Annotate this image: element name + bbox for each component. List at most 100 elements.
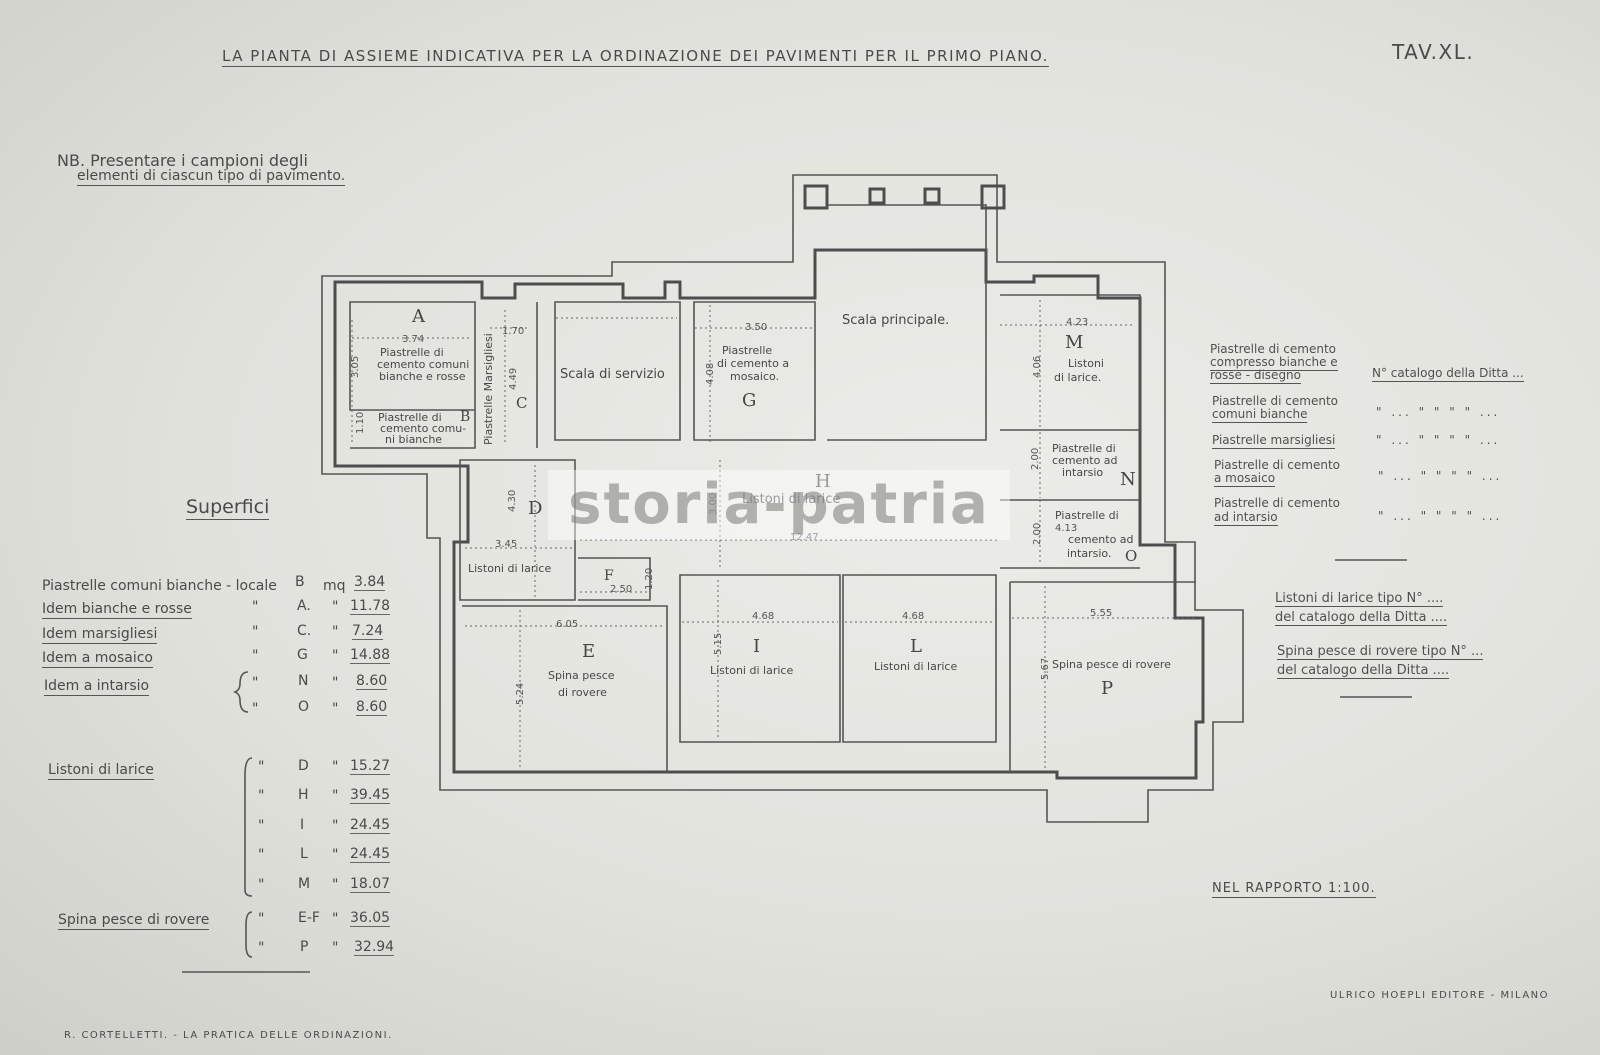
interior-walls bbox=[349, 204, 1196, 772]
room-a-dim-width: 3.74 bbox=[402, 334, 424, 345]
superfici-row-code: C. bbox=[297, 623, 312, 639]
catalog-item-1-line-1: Piastrelle di cemento bbox=[1210, 342, 1337, 356]
superfici-row-value: 8.60 bbox=[356, 699, 388, 716]
larice-row-unit: " bbox=[332, 877, 339, 893]
note-line-2: elementi di ciascun tipo di pavimento. bbox=[77, 168, 346, 186]
room-a-label-3: bianche e rosse bbox=[379, 370, 466, 383]
larice-row-value: 15.27 bbox=[350, 758, 391, 775]
room-n-dim: 2.00 bbox=[1030, 448, 1041, 470]
catalog-item-4-ref: " ... " " " " ... bbox=[1378, 469, 1503, 483]
superfici-row-code: B bbox=[295, 574, 305, 590]
room-e-label-1: Spina pesce bbox=[548, 669, 615, 682]
larice-row-value: 24.45 bbox=[350, 817, 391, 834]
room-a-label-2: cemento comuni bbox=[377, 358, 469, 371]
scale-note: NEL RAPPORTO 1:100. bbox=[1212, 881, 1376, 898]
outer-outline bbox=[321, 174, 1244, 823]
superfici-row-value: 14.88 bbox=[350, 647, 391, 664]
scala-servizio-label: Scala di servizio bbox=[560, 367, 665, 382]
superfici-row-ditto: " bbox=[252, 675, 259, 691]
room-d-dim-depth: 4.30 bbox=[507, 490, 518, 512]
superfici-row-ditto: " bbox=[252, 599, 259, 615]
brace-intarsio bbox=[232, 671, 249, 713]
room-g-letter: G bbox=[742, 390, 756, 411]
superfici-row-value: 3.84 bbox=[354, 574, 386, 591]
catalog-item-1-line-2: compresso bianche e bbox=[1210, 355, 1338, 371]
room-g-dim-width: 3.50 bbox=[745, 322, 767, 333]
room-o-dim-depth: 2.00 bbox=[1032, 523, 1043, 545]
room-b-label-2: cemento comu- bbox=[380, 422, 466, 435]
room-h-label: Listoni di larice bbox=[742, 492, 840, 507]
room-c-dim-depth: 4.49 bbox=[508, 368, 519, 390]
room-g-dim-depth: 4.08 bbox=[705, 363, 716, 385]
superfici-row-value: 11.78 bbox=[350, 598, 391, 615]
spina-row-code: P bbox=[300, 939, 309, 955]
spina-row-ditto: " bbox=[258, 940, 265, 956]
room-a-dim-depth: 3.05 bbox=[350, 356, 361, 378]
room-d-label: Listoni di larice bbox=[468, 562, 551, 575]
larice-row-value: 18.07 bbox=[350, 876, 391, 893]
watermark: storia-patria bbox=[548, 470, 1010, 540]
larice-row-ditto: " bbox=[258, 818, 265, 834]
room-p-letter: P bbox=[1101, 678, 1113, 699]
room-e-letter: E bbox=[582, 641, 595, 662]
pier-3 bbox=[923, 187, 941, 205]
larice-catalog-line-2: del catalogo della Ditta .... bbox=[1275, 610, 1448, 626]
larice-row-unit: " bbox=[332, 847, 339, 863]
superfici-row-unit: " bbox=[332, 675, 339, 691]
room-h-dim-length: 12.47 bbox=[790, 532, 819, 543]
room-e-label-2: di rovere bbox=[558, 686, 607, 699]
room-f-letter: F bbox=[604, 568, 614, 584]
room-c-label: Piastrelle Marsigliesi bbox=[482, 333, 495, 445]
room-o-letter: O bbox=[1125, 547, 1137, 565]
room-m-label-2: di larice. bbox=[1054, 371, 1101, 384]
room-n-label-1: Piastrelle di bbox=[1052, 442, 1116, 455]
room-l-label: Listoni di larice bbox=[874, 660, 957, 673]
spina-row-unit: " bbox=[332, 911, 339, 927]
room-i-dim-width: 4.68 bbox=[752, 611, 774, 622]
room-m-letter: M bbox=[1065, 332, 1083, 353]
brace-larice bbox=[244, 757, 253, 897]
room-c-dim-width: 1.70 bbox=[502, 326, 524, 337]
larice-catalog-line-1: Listoni di larice tipo N° .... bbox=[1275, 591, 1444, 607]
larice-row-code: I bbox=[300, 817, 305, 833]
superfici-row-label: Idem a intarsio bbox=[44, 678, 150, 696]
room-n-label-3: intarsio bbox=[1062, 466, 1103, 479]
catalog-item-3-ref: " ... " " " " ... bbox=[1376, 433, 1501, 447]
larice-row-unit: " bbox=[332, 788, 339, 804]
room-c-letter: C bbox=[516, 394, 527, 412]
spina-row-ditto: " bbox=[258, 911, 265, 927]
note-line-1: NB. Presentare i campioni degli bbox=[57, 151, 308, 170]
spina-catalog-line-2: del catalogo della Ditta .... bbox=[1277, 663, 1450, 679]
catalog-item-2-line-1: Piastrelle di cemento bbox=[1212, 394, 1339, 408]
room-e-dim-width: 6.05 bbox=[556, 619, 578, 630]
room-a-label-1: Piastrelle di bbox=[380, 346, 444, 359]
room-b-label-3: ni bianche bbox=[385, 433, 442, 446]
larice-row-ditto: " bbox=[258, 847, 265, 863]
room-o-label-1: Piastrelle di bbox=[1055, 509, 1119, 522]
room-n-label-2: cemento ad bbox=[1052, 454, 1118, 467]
room-e-dim-depth: 5.24 bbox=[515, 683, 526, 705]
superfici-row-code: N bbox=[298, 673, 309, 689]
room-n-letter: N bbox=[1120, 469, 1136, 490]
room-i-dim-depth: 5.15 bbox=[713, 633, 724, 655]
superfici-row-unit: mq bbox=[323, 578, 346, 594]
footer-author: R. CORTELLETTI. - LA PRATICA DELLE ORDIN… bbox=[64, 1030, 393, 1041]
sheet-title: LA PIANTA DI ASSIEME INDICATIVA PER LA O… bbox=[222, 47, 1049, 67]
room-d-letter: D bbox=[528, 498, 542, 519]
room-i-letter: I bbox=[753, 636, 760, 657]
room-o-label-3: intarsio. bbox=[1067, 547, 1111, 560]
catalog-item-1-line-3: rosse - disegno bbox=[1210, 368, 1302, 384]
superfici-row-code: A. bbox=[297, 598, 311, 614]
larice-row-code: M bbox=[298, 876, 311, 892]
pier-1 bbox=[803, 184, 829, 210]
scala-principale-label: Scala principale. bbox=[842, 313, 949, 328]
pier-4 bbox=[980, 184, 1006, 210]
room-p-label: Spina pesce di rovere bbox=[1052, 658, 1171, 671]
superfici-row-unit: " bbox=[332, 599, 339, 615]
room-f-dim-width: 2.50 bbox=[610, 584, 632, 595]
room-b-label-1: Piastrelle di bbox=[378, 411, 442, 424]
larice-row-unit: " bbox=[332, 759, 339, 775]
catalog-item-5-line-2: ad intarsio bbox=[1214, 510, 1278, 526]
